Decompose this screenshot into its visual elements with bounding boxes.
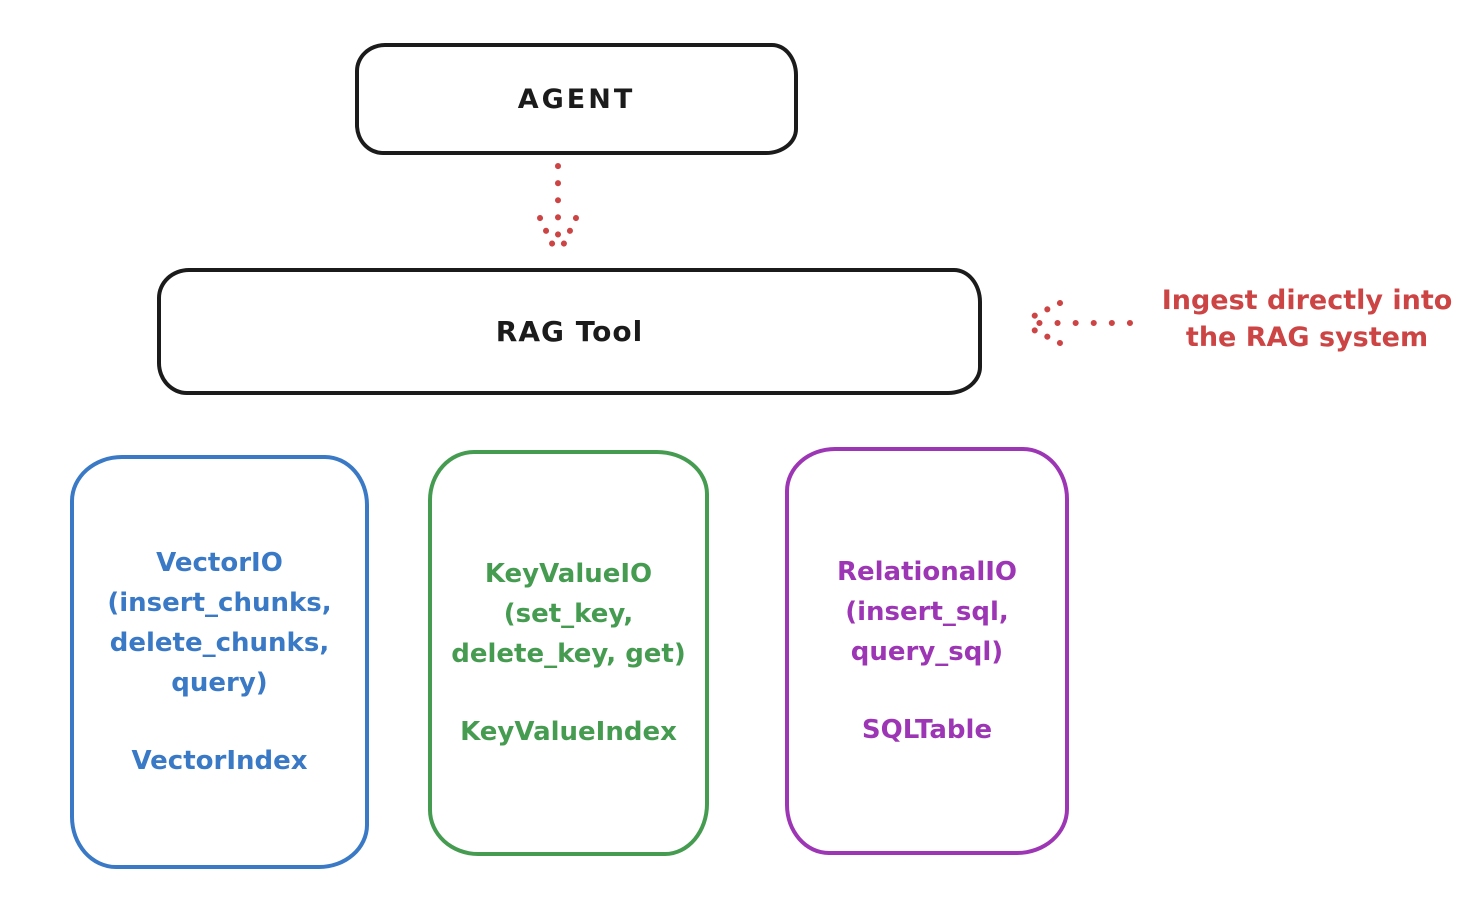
dotted-arrow-left-icon (1021, 300, 1133, 346)
key-value-io-method-line: delete_key, get) (451, 639, 686, 669)
vector-io-method-line: delete_chunks, (109, 628, 330, 658)
vector-io-method-line: query) (171, 668, 268, 698)
key-value-io-node: KeyValueIO (set_key, delete_key, get) Ke… (428, 450, 709, 856)
vector-io-method-line: (insert_chunks, (107, 588, 332, 618)
key-value-io-text: KeyValueIO (set_key, delete_key, get) Ke… (451, 554, 686, 752)
vector-io-text: VectorIO (insert_chunks, delete_chunks, … (107, 543, 331, 781)
dotted-arrow-down-icon (537, 163, 579, 257)
key-value-io-title: KeyValueIO (484, 559, 653, 589)
vector-io-node: VectorIO (insert_chunks, delete_chunks, … (70, 455, 369, 869)
relational-io-method-line: (insert_sql, (845, 597, 1009, 627)
rag-tool-label: RAG Tool (495, 315, 644, 348)
ingest-annotation: Ingest directly into the RAG system (1140, 282, 1474, 356)
key-value-index-label: KeyValueIndex (460, 717, 677, 747)
agent-node: AGENT (355, 43, 798, 155)
ingest-annotation-line1: Ingest directly into (1161, 285, 1453, 316)
sql-table-label: SQLTable (861, 715, 993, 745)
agent-label: AGENT (517, 83, 636, 115)
relational-io-text: RelationalIO (insert_sql, query_sql) SQL… (837, 552, 1017, 750)
relational-io-title: RelationalIO (836, 557, 1018, 587)
ingest-annotation-line2: the RAG system (1185, 322, 1429, 353)
relational-io-node: RelationalIO (insert_sql, query_sql) SQL… (785, 447, 1069, 855)
vector-io-title: VectorIO (156, 548, 283, 578)
key-value-io-method-line: (set_key, (503, 599, 634, 629)
relational-io-method-line: query_sql) (850, 637, 1004, 667)
rag-tool-node: RAG Tool (157, 268, 982, 395)
vector-index-label: VectorIndex (131, 746, 308, 776)
